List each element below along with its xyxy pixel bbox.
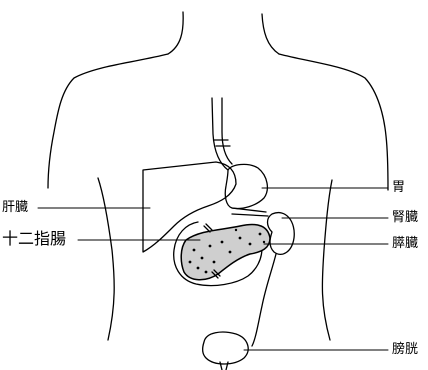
neck-outline [168, 12, 279, 54]
pancreas-label: 膵臓 [392, 236, 418, 251]
esophagus [212, 98, 232, 170]
stomach-shape [225, 164, 267, 208]
right-side-outline [322, 180, 332, 340]
pancreas-shape [181, 225, 270, 280]
bladder-neck [220, 362, 228, 370]
kidney-label: 腎臓 [392, 210, 418, 225]
bladder-label: 膀胱 [392, 342, 418, 357]
liver-label: 肝臓 [2, 200, 28, 215]
duodenum-label: 十二指腸 [2, 230, 66, 248]
stomach-label: 胃 [392, 180, 405, 195]
left-side-outline [98, 178, 114, 340]
bladder-shape [203, 332, 248, 364]
stomach-lower [232, 208, 268, 216]
body-outline [48, 54, 388, 190]
kidney-shape [268, 213, 295, 255]
